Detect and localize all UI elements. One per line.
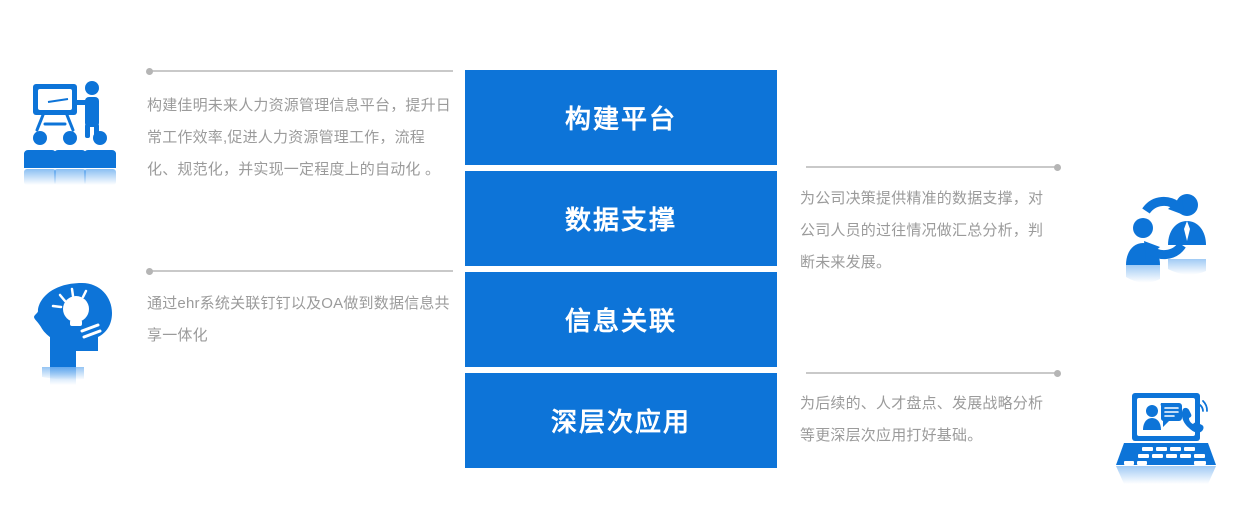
connector-dot	[1054, 369, 1061, 377]
center-bar-stack: 构建平台 数据支撑 信息关联 深层次应用	[465, 70, 777, 468]
left-paragraph-2: 通过ehr系统关联钉钉以及OA做到数据信息共享一体化	[147, 295, 450, 344]
training-presentation-icon	[18, 72, 122, 190]
right-paragraph-2: 为后续的、人才盘点、发展战略分析等更深层次应用打好基础。	[800, 395, 1044, 444]
connector-line-right-1	[806, 163, 1061, 171]
bar-information-link[interactable]: 信息关联	[465, 272, 777, 367]
connector-dot	[146, 67, 153, 75]
laptop-chat-call-icon	[1112, 383, 1216, 501]
right-paragraph-1: 为公司决策提供精准的数据支撑，对公司人员的过往情况做汇总分析，判断未来发展。	[800, 190, 1044, 271]
bar-deep-application[interactable]: 深层次应用	[465, 373, 777, 468]
connector-line-left-2	[146, 267, 453, 275]
connector-dot	[1054, 163, 1061, 171]
people-exchange-icon	[1112, 183, 1216, 301]
connector-line-left-1	[146, 67, 453, 75]
bar-data-support[interactable]: 数据支撑	[465, 171, 777, 266]
connector-dot	[146, 267, 153, 275]
bar-build-platform[interactable]: 构建平台	[465, 70, 777, 165]
head-lightbulb-idea-icon	[20, 275, 124, 393]
connector-line-right-2	[806, 369, 1061, 377]
left-paragraph-1: 构建佳明未来人力资源管理信息平台，提升日常工作效率,促进人力资源管理工作，流程化…	[147, 97, 452, 178]
